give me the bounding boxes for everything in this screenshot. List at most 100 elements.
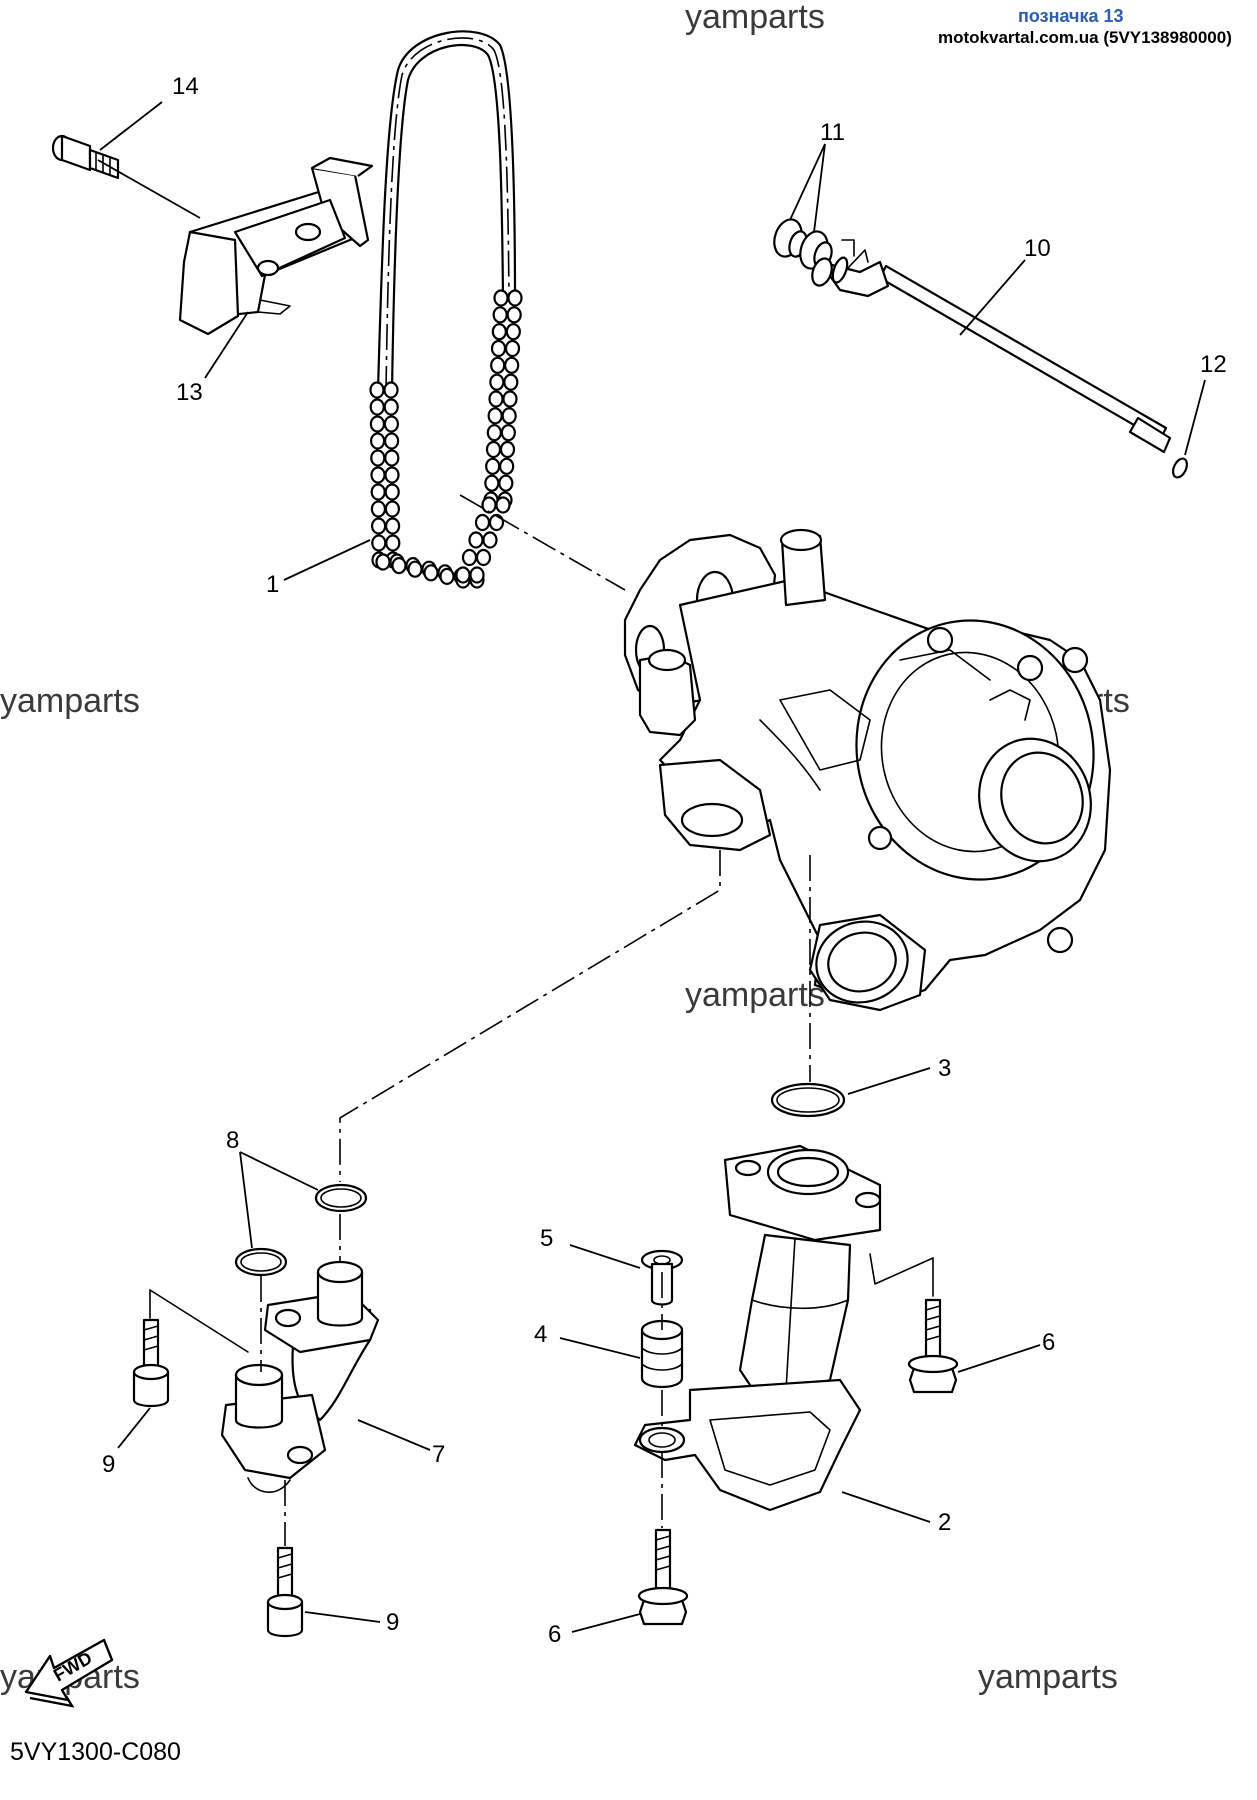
chain-link (485, 457, 501, 475)
chain-link (502, 390, 518, 408)
chain-link (468, 531, 484, 549)
chain-link (504, 339, 521, 358)
part-2-strainer (633, 1144, 882, 1512)
chain-link (501, 407, 517, 425)
chain-link (384, 483, 400, 501)
watermark-top: yamparts (685, 0, 825, 36)
part-10-pipe (811, 239, 1172, 454)
callout-8: 8 (226, 1127, 239, 1154)
callout-13: 13 (176, 379, 203, 406)
chain-link (384, 449, 400, 467)
chain-link (370, 449, 386, 467)
callout-11: 11 (820, 119, 845, 146)
chain-link (369, 381, 385, 399)
part-8-o-rings (234, 1183, 368, 1277)
chain-link (484, 474, 500, 492)
bolt-14-axis (97, 159, 201, 219)
chain-link (384, 466, 400, 484)
chain-link (461, 548, 478, 567)
chain-link (370, 466, 386, 484)
chain-link (474, 513, 491, 532)
chain-link (505, 323, 521, 341)
chain-link (485, 440, 502, 459)
chain-link (488, 390, 504, 408)
callout-6-bottom: 6 (548, 1621, 561, 1648)
callout-5: 5 (540, 1225, 553, 1252)
callout-1: 1 (266, 571, 279, 598)
callout-2: 2 (938, 1509, 951, 1536)
callout-14: 14 (172, 73, 199, 100)
part-9-bolt-lower (266, 1546, 304, 1638)
chain-link (369, 415, 385, 433)
callout-9-upper: 9 (102, 1451, 115, 1478)
part-7-oil-pipe (220, 1260, 380, 1493)
chain-link (469, 566, 485, 584)
oil-pump-assembly (623, 528, 1112, 1012)
chain-link (489, 373, 505, 391)
watermark-left: yamparts (0, 682, 140, 720)
chain-link (391, 556, 407, 575)
chain-link (375, 553, 391, 571)
chain-link (499, 457, 515, 475)
assembly-lines (149, 249, 934, 1546)
callout-3: 3 (938, 1055, 951, 1082)
chain-link (500, 424, 516, 442)
chain-link (506, 306, 522, 324)
chain-link (488, 513, 505, 532)
chain-link (383, 381, 399, 399)
callout-7: 7 (432, 1441, 445, 1468)
chain-link (475, 548, 492, 567)
chain-link (407, 560, 423, 578)
part-4-damper (640, 1319, 684, 1389)
callout-numbers: 14 13 1 11 10 12 3 8 5 4 6 7 9 2 6 9 (102, 73, 1227, 1648)
chain-link (482, 531, 498, 549)
header-label: позначка 13 (1018, 6, 1124, 26)
chain-link (503, 373, 519, 391)
chain-link (384, 432, 400, 450)
chain-link (490, 356, 506, 374)
chain-link (383, 415, 399, 433)
chain-link (385, 534, 401, 552)
chain-link (498, 474, 514, 492)
leader-lines (99, 101, 1206, 1633)
callout-12: 12 (1200, 351, 1227, 378)
chain-link (507, 289, 523, 307)
part-14-bolt (51, 134, 120, 180)
part-13-chain-guide (178, 156, 374, 336)
chain-link (423, 564, 439, 582)
callout-9-lower: 9 (386, 1609, 399, 1636)
chain-links (369, 289, 523, 589)
part-6-bolt-bottom (637, 1528, 689, 1626)
chain-link (439, 567, 455, 586)
chain-link (504, 356, 520, 374)
chain-link (371, 517, 387, 535)
chain-link (370, 432, 386, 450)
chain-link (369, 398, 385, 416)
watermark-bottom-right: yamparts (978, 1658, 1118, 1696)
chain-link (370, 483, 386, 501)
callout-6-right: 6 (1042, 1329, 1055, 1356)
part-9-bolt-upper (132, 1318, 170, 1408)
chain-link (455, 566, 471, 584)
part-3-o-ring (770, 1082, 846, 1118)
chain-link (492, 306, 508, 324)
diagram-code: 5VY1300-C080 (10, 1738, 181, 1766)
chain-link (385, 517, 401, 535)
chain-link (370, 500, 386, 518)
part-12-o-ring (1172, 457, 1188, 479)
chain-link (491, 323, 507, 341)
chain-link (481, 496, 497, 514)
part-6-bolt-right (907, 1298, 959, 1394)
chain-link (383, 398, 399, 416)
chain-link (371, 534, 387, 552)
chain-link (499, 440, 516, 459)
chain-link (490, 339, 507, 358)
chain-link (384, 500, 400, 518)
chain-link (486, 424, 502, 442)
chain-link (493, 289, 509, 307)
watermark-center: yamparts (685, 976, 825, 1014)
callout-4: 4 (534, 1321, 547, 1348)
chain-link (495, 496, 511, 514)
header-site: motokvartal.com.ua (5VY138980000) (938, 28, 1232, 47)
